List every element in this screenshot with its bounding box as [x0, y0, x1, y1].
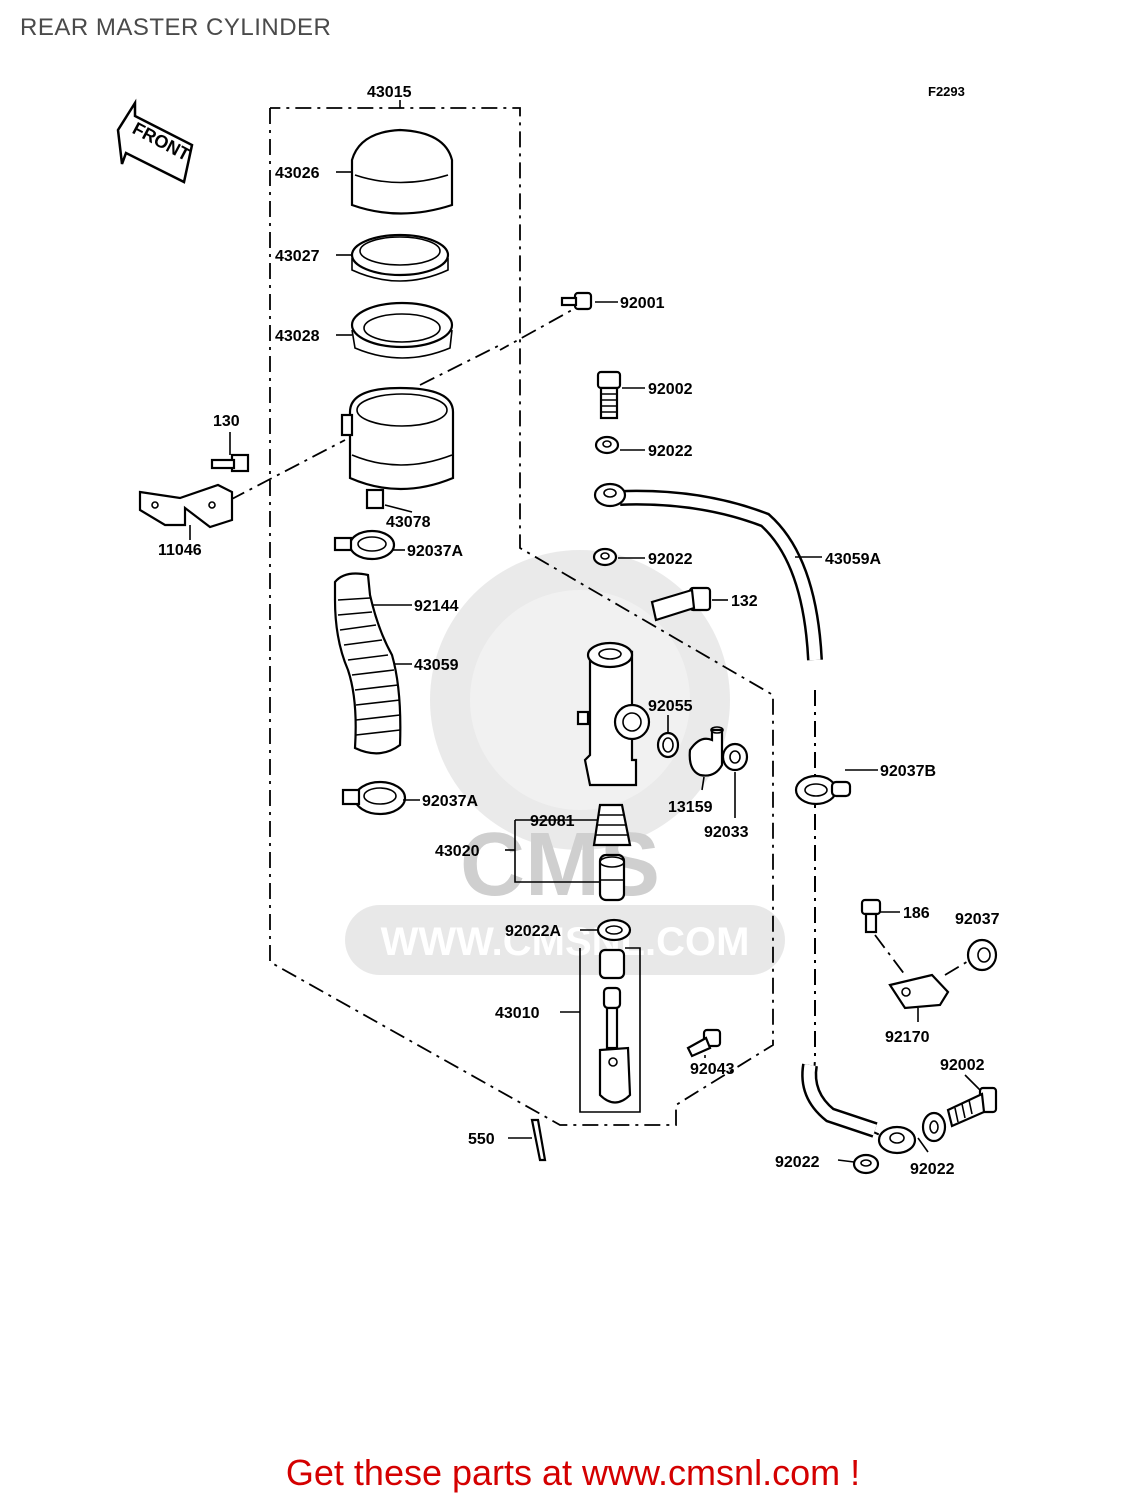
grommet-92037[interactable]	[966, 938, 998, 972]
hose-clamp-upper[interactable]	[333, 529, 396, 561]
callout-43059a: 43059A	[825, 551, 881, 568]
circlip-92033[interactable]	[721, 742, 749, 772]
callout-13159: 13159	[668, 799, 713, 816]
callout-92022-c: 92022	[775, 1154, 820, 1171]
callout-43010: 43010	[495, 1005, 540, 1022]
figure-id: F2293	[928, 84, 965, 99]
master-cylinder-body[interactable]	[576, 641, 651, 787]
callout-43027: 43027	[275, 248, 320, 265]
callout-92033: 92033	[704, 824, 749, 841]
callout-92002-lower: 92002	[940, 1057, 985, 1074]
callout-92022a: 92022A	[505, 923, 561, 940]
callout-92037: 92037	[955, 911, 1000, 928]
reservoir-cap[interactable]	[350, 128, 454, 215]
callout-550: 550	[468, 1131, 495, 1148]
callout-186: 186	[903, 905, 930, 922]
page-title: REAR MASTER CYLINDER	[20, 14, 332, 41]
washer-92022-b[interactable]	[592, 547, 618, 567]
front-arrow-icon: FRONT	[116, 98, 194, 184]
fitting-13159[interactable]	[688, 726, 724, 777]
callout-92037a-lower: 92037A	[422, 793, 478, 810]
clamp-92170[interactable]	[888, 973, 950, 1010]
reservoir-hose[interactable]	[333, 572, 402, 755]
bolt-132[interactable]	[650, 586, 712, 622]
callout-92144: 92144	[414, 598, 459, 615]
bracket-11046[interactable]	[138, 483, 234, 529]
callout-130: 130	[213, 413, 240, 430]
washer-92022-c[interactable]	[921, 1111, 947, 1143]
o-ring-92055[interactable]	[656, 731, 680, 759]
callout-43028: 43028	[275, 328, 320, 345]
callout-43020: 43020	[435, 843, 480, 860]
circlip-92022a[interactable]	[596, 918, 632, 942]
callout-92001: 92001	[620, 295, 665, 312]
callout-92043: 92043	[690, 1061, 735, 1078]
assembly-outline	[269, 107, 774, 1126]
bolt-130[interactable]	[210, 453, 250, 473]
callout-132: 132	[731, 593, 758, 610]
cotter-pin-550[interactable]	[530, 1118, 547, 1162]
callout-92022-d: 92022	[910, 1161, 955, 1178]
callout-labels: 43015 43026 43027 43028 92001 92002 130 …	[158, 84, 1000, 1178]
watermark-logo: CMS	[460, 815, 660, 915]
callout-92022-b: 92022	[648, 551, 693, 568]
watermark: CMS WWW.CMSNL.COM	[345, 550, 785, 975]
brake-hose[interactable]	[593, 482, 917, 1155]
piston-kit[interactable]	[592, 803, 632, 902]
clevis-pin-92043[interactable]	[686, 1028, 722, 1058]
footer-link[interactable]: Get these parts at www.cmsnl.com !	[285, 1452, 861, 1493]
reservoir-diaphragm[interactable]	[350, 301, 454, 359]
leader-lines	[189, 100, 981, 1163]
banjo-bolt-lower[interactable]	[946, 1086, 998, 1128]
callout-92055: 92055	[648, 698, 693, 715]
washer-92022-a[interactable]	[594, 435, 620, 455]
reservoir-diaphragm-plate[interactable]	[350, 233, 450, 282]
callout-11046: 11046	[158, 542, 202, 559]
hose-clamp-92037b[interactable]	[794, 774, 852, 806]
callout-92037a-upper: 92037A	[407, 543, 463, 560]
push-rod-assembly[interactable]	[598, 948, 632, 1104]
callout-43078: 43078	[386, 514, 431, 531]
callout-92170: 92170	[885, 1029, 930, 1046]
screw-92001[interactable]	[560, 291, 593, 311]
callout-43015: 43015	[367, 84, 412, 101]
hose-clamp-lower[interactable]	[341, 780, 407, 816]
bolt-186[interactable]	[860, 898, 882, 934]
callout-43059: 43059	[414, 657, 459, 674]
callout-92037b: 92037B	[880, 763, 936, 780]
washer-92022-d[interactable]	[852, 1153, 880, 1175]
callout-92002-upper: 92002	[648, 381, 693, 398]
reservoir-tank[interactable]	[340, 386, 455, 510]
callout-92081: 92081	[530, 813, 575, 830]
banjo-bolt-upper[interactable]	[596, 370, 622, 420]
watermark-url: WWW.CMSNL.COM	[381, 920, 750, 964]
callout-92022-a: 92022	[648, 443, 693, 460]
callout-43026: 43026	[275, 165, 320, 182]
